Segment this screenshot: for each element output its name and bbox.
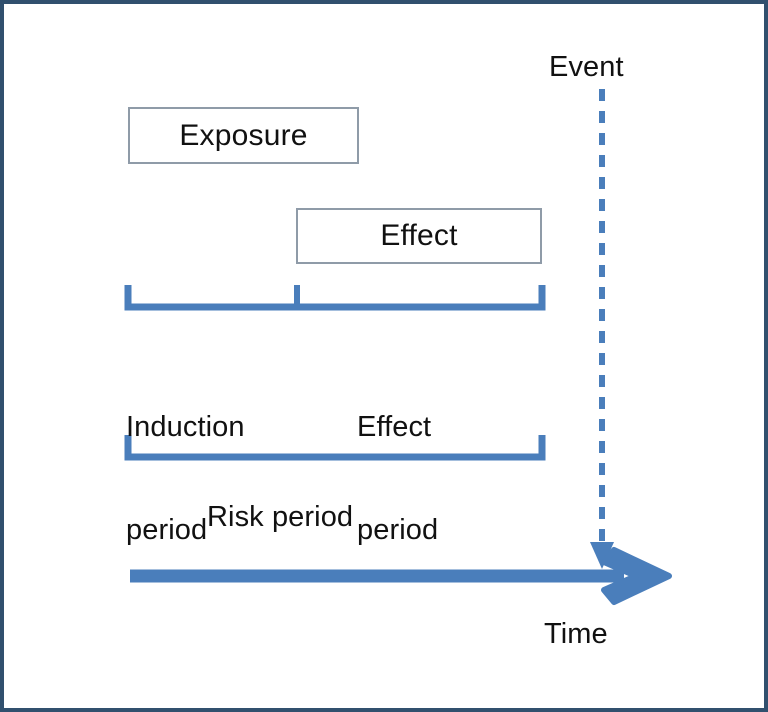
risk-period-label: Risk period xyxy=(207,501,354,533)
effect-period-label: Effect period xyxy=(357,342,438,616)
diagram-canvas: Exposure Effect Induction period Effect … xyxy=(4,4,764,708)
effect-period-label-line2: period xyxy=(357,514,439,547)
induction-period-label-line2: period xyxy=(126,514,208,547)
effect-box-label: Effect xyxy=(380,219,458,252)
event-label: Event xyxy=(549,51,624,83)
time-axis-label: Time xyxy=(544,618,608,650)
event-arrowhead xyxy=(590,542,614,569)
time-arrowhead xyxy=(601,547,672,605)
exposure-box-label: Exposure xyxy=(179,118,308,152)
event-dashed-line xyxy=(590,89,614,569)
induction-period-label-line1: Induction xyxy=(126,411,245,444)
induction-and-effect-period-bracket xyxy=(124,285,546,311)
induction-period-label: Induction period xyxy=(126,342,245,616)
effect-box: Effect xyxy=(296,208,542,264)
exposure-box: Exposure xyxy=(128,107,359,164)
effect-period-label-line1: Effect xyxy=(357,411,432,444)
